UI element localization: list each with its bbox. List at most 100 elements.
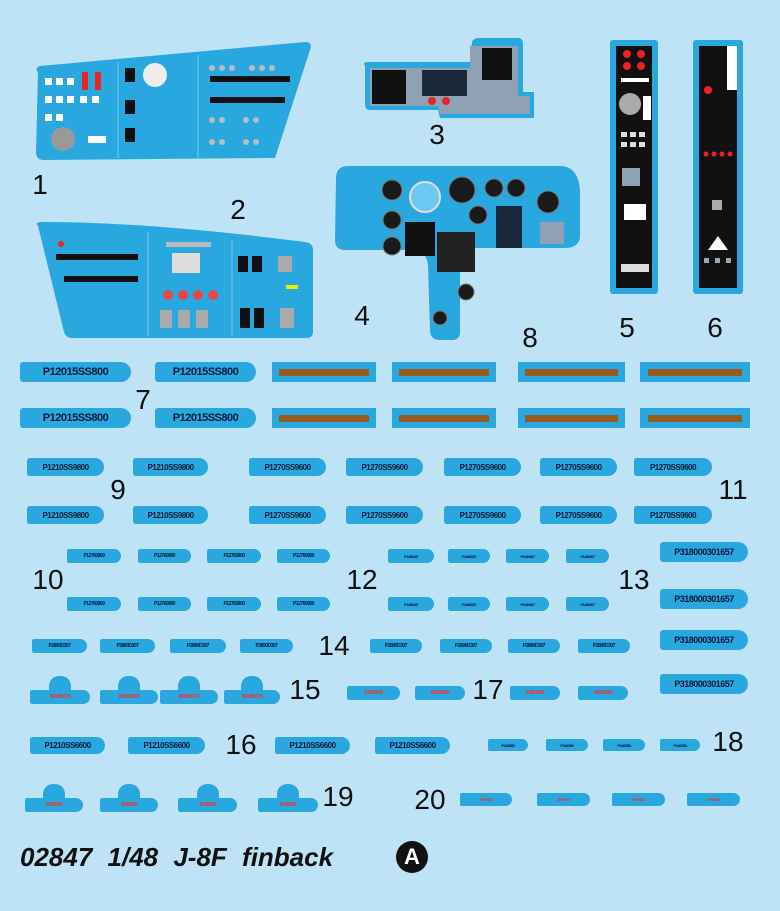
decal-18: P1460B0	[660, 739, 700, 751]
emblem-icon	[277, 784, 299, 800]
decal-label-13: 13	[618, 564, 650, 595]
decal-11: P1270SS9600	[444, 506, 521, 524]
decal-label-1: 1	[32, 169, 48, 200]
decal-11: P1270SS9600	[634, 506, 712, 524]
decal-11: P1270SS9600	[346, 506, 423, 524]
decal-10: P12760800	[207, 549, 261, 563]
decal-label-3: 3	[429, 119, 445, 150]
decal-10: P12760800	[67, 549, 121, 563]
decal-8-stripe	[272, 362, 376, 382]
decal-18: P1460B0	[488, 739, 528, 751]
decal-label-17: 17	[472, 674, 504, 705]
decal-10: P12760800	[277, 549, 330, 563]
decal-11: P1270SS9600	[444, 458, 521, 476]
decal-14: P2890D307	[100, 639, 155, 653]
emblem-icon	[118, 784, 140, 800]
decal-11: P1270SS9600	[249, 506, 326, 524]
decal-label-2: 2	[230, 194, 246, 225]
decal-15: 891005373	[30, 690, 90, 704]
decal-8-stripe	[272, 408, 376, 428]
decal-12: P1480607	[388, 597, 434, 611]
decal-13: P318000301657	[660, 589, 748, 609]
decal-16: P1210SS6600	[375, 737, 450, 754]
decal-12: P1480607	[566, 597, 609, 611]
decal-9: P1210SS9800	[133, 458, 208, 476]
decal-20: 8P06103	[687, 793, 740, 806]
decal-10: P12760800	[67, 597, 121, 611]
decal-15: 891005373	[100, 690, 158, 704]
decal-11: P1270SS9600	[634, 458, 712, 476]
decal-11: P1270SS9600	[346, 458, 423, 476]
decal-12: P1480607	[388, 549, 434, 563]
decal-13: P318000301657	[660, 674, 748, 694]
emblem-icon	[196, 784, 219, 800]
decal-label-6: 6	[707, 312, 723, 343]
decal-10: P12760800	[277, 597, 330, 611]
decal-9: P1210SS9800	[27, 506, 104, 524]
decal-14: P2890D307	[508, 639, 560, 653]
decal-11: P1270SS9600	[540, 506, 617, 524]
decal-12: P1480607	[506, 549, 549, 563]
decal-8-stripe	[392, 408, 496, 428]
decal-14: P2890D307	[240, 639, 293, 653]
decal-10: P12760800	[207, 597, 261, 611]
decal-8-stripe	[640, 408, 750, 428]
decal-label-8: 8	[522, 322, 538, 353]
decal-14: P2890D307	[170, 639, 226, 653]
decal-11: P1270SS9600	[249, 458, 326, 476]
panel-1	[36, 42, 311, 160]
decal-8-stripe	[392, 362, 496, 382]
decal-8-stripe	[518, 408, 625, 428]
decal-12: P1480607	[566, 549, 609, 563]
decal-12: P1480607	[506, 597, 549, 611]
decal-label-14: 14	[318, 630, 350, 661]
decal-20: 8P06103	[537, 793, 590, 806]
emblem-icon	[49, 676, 71, 692]
decal-label-20: 20	[414, 784, 446, 815]
decal-10: P12760800	[138, 549, 191, 563]
panel-4	[335, 166, 580, 340]
decal-label-16: 16	[225, 729, 257, 760]
decal-9: P1210SS9800	[133, 506, 208, 524]
decal-13: P318000301657	[660, 630, 748, 650]
decal-19: 8768295	[25, 798, 83, 812]
decal-11: P1270SS9600	[540, 458, 617, 476]
decal-20: 8P06103	[612, 793, 665, 806]
decal-12: P1480607	[448, 549, 490, 563]
decal-7: P12015SS800	[155, 408, 256, 428]
panel-2	[36, 222, 314, 338]
emblem-icon	[178, 676, 200, 692]
decal-17: 61801856	[578, 686, 628, 700]
decal-19: 8768295	[258, 798, 318, 812]
decal-8-stripe	[518, 362, 625, 382]
decal-8-stripe	[640, 362, 750, 382]
decal-14: P2890D307	[370, 639, 422, 653]
decal-16: P1210SS6600	[275, 737, 350, 754]
decal-label-11: 11	[718, 474, 748, 505]
decal-19: 8768295	[100, 798, 158, 812]
decal-10: P12760800	[138, 597, 191, 611]
decal-14: P2890D307	[32, 639, 87, 653]
decal-label-5: 5	[619, 312, 635, 343]
decal-14: P2890D307	[440, 639, 492, 653]
decal-label-4: 4	[354, 300, 370, 331]
decal-label-9: 9	[110, 474, 126, 505]
decal-label-18: 18	[712, 726, 744, 757]
emblem-icon	[241, 676, 263, 692]
decal-label-12: 12	[346, 564, 378, 595]
decal-9: P1210SS9800	[27, 458, 104, 476]
decal-label-7: 7	[135, 384, 151, 415]
decal-16: P1210SS6600	[30, 737, 105, 754]
decal-18: P1460B0	[546, 739, 588, 751]
sheet-title: 02847 1/48 J-8F finback	[20, 842, 334, 872]
decal-7: P12015SS800	[155, 362, 256, 382]
decal-7: P12015SS800	[20, 362, 131, 382]
decal-17: 61801856	[347, 686, 400, 700]
panel-6	[693, 40, 743, 294]
decal-17: 61801856	[415, 686, 465, 700]
sheet-letter-badge: A	[396, 841, 428, 873]
emblem-icon	[43, 784, 65, 800]
decal-label-19: 19	[322, 781, 354, 812]
panel-5	[610, 40, 658, 294]
